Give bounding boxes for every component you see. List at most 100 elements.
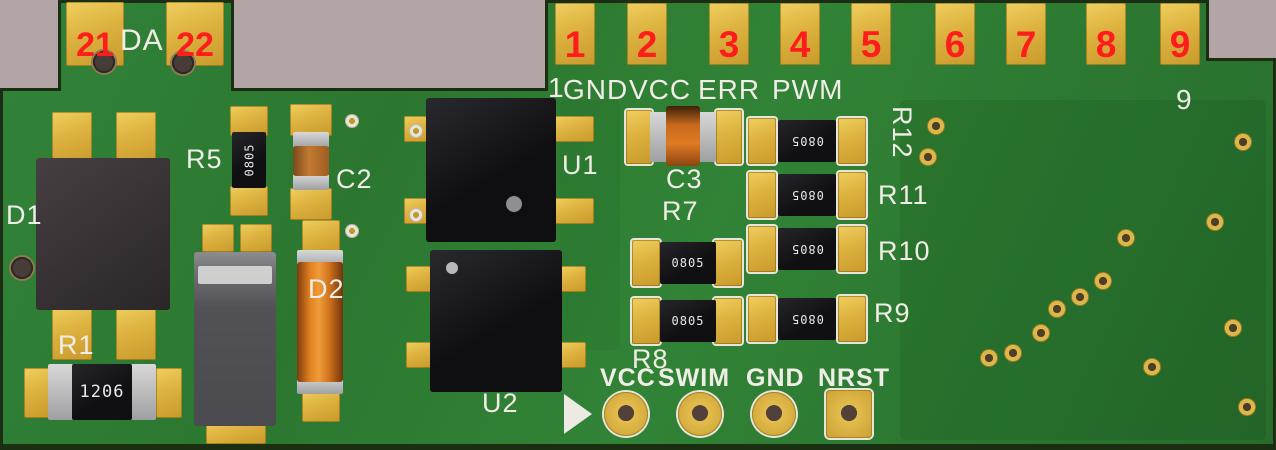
- r11-body: 0805: [778, 174, 836, 216]
- r8-pad: [632, 298, 660, 344]
- prog-label-swim: SWIM: [658, 364, 731, 392]
- d1-body: [36, 158, 170, 310]
- capacitor-polarity-stripe: [198, 266, 272, 284]
- refdes-r11: R11: [878, 180, 929, 210]
- silk-pin1: 1: [548, 72, 565, 103]
- refdes-u1: U1: [562, 150, 599, 180]
- c3-pad: [626, 110, 652, 164]
- refdes-d2: D2: [308, 274, 345, 304]
- drill-hole: [170, 50, 196, 76]
- via: [1032, 324, 1050, 342]
- c3-pad: [716, 110, 742, 164]
- r12-pad: [838, 118, 866, 164]
- pad-6-number: 6: [944, 24, 966, 65]
- pin1-arrow-icon: [564, 394, 592, 434]
- r1-terminal: [130, 364, 156, 420]
- prog-pad-gnd: [752, 392, 796, 436]
- d1-pad: [116, 112, 156, 164]
- r1-pad: [156, 368, 182, 418]
- prog-label-vcc: VCC: [600, 364, 656, 392]
- u1-pin-pad: [554, 116, 594, 142]
- refdes-r5: R5: [186, 144, 223, 174]
- pad-8-number: 8: [1095, 24, 1117, 65]
- c2-pad: [290, 188, 332, 220]
- copper-pour-region: [900, 100, 1266, 440]
- r11-pad: [748, 172, 776, 218]
- edge-pad-7: [1006, 3, 1046, 65]
- via: [919, 148, 937, 166]
- u1-pin1-dot: [506, 196, 522, 212]
- edge-pad-5: [851, 3, 891, 65]
- r11-pad: [838, 172, 866, 218]
- prog-pad-nrst: [826, 390, 872, 438]
- via: [927, 117, 945, 135]
- r7-marking: 0805: [671, 256, 705, 270]
- c2-body: [293, 146, 329, 176]
- r9-body: 0805: [778, 298, 836, 340]
- edge-pad-2: [627, 3, 667, 65]
- r9-pad: [748, 296, 776, 342]
- d1-pad: [116, 306, 156, 360]
- r5-pad: [230, 106, 268, 136]
- u2-pin-pad: [560, 266, 586, 292]
- prog-label-nrst: NRST: [818, 364, 891, 392]
- silk-gnd: GND: [563, 74, 629, 105]
- u2-pin-pad: [560, 342, 586, 368]
- refdes-d1: D1: [6, 200, 43, 230]
- via: [1117, 229, 1135, 247]
- c1-pad: [202, 224, 234, 252]
- drill-hole: [91, 49, 117, 75]
- d2-pad: [302, 390, 340, 422]
- pad-2-number: 2: [636, 24, 658, 65]
- via: [1048, 300, 1066, 318]
- refdes-c3: C3: [666, 164, 703, 194]
- r12-pad: [748, 118, 776, 164]
- via: [1143, 358, 1161, 376]
- d1-pad: [52, 306, 92, 360]
- via: [1094, 272, 1112, 290]
- pad-9-number: 9: [1169, 24, 1191, 65]
- edge-pad-6: [935, 3, 975, 65]
- r7-body: 0805: [660, 242, 716, 284]
- d2-body: [297, 262, 343, 382]
- via: [1238, 398, 1256, 416]
- r1-marking: 1206: [79, 382, 125, 402]
- pad-21-number: 21: [76, 26, 114, 64]
- u2-pin-pad: [406, 266, 432, 292]
- r10-pad: [748, 226, 776, 272]
- prog-pad-vcc: [604, 392, 648, 436]
- d1-pad: [52, 112, 92, 164]
- r1-pad: [24, 368, 50, 418]
- via: [1234, 133, 1252, 151]
- pad-1-number: 1: [564, 24, 586, 65]
- via: [345, 224, 359, 238]
- refdes-r1: R1: [58, 330, 95, 360]
- via: [409, 208, 423, 222]
- via: [980, 349, 998, 367]
- refdes-r8: R8: [632, 344, 669, 374]
- r7-pad: [632, 240, 660, 286]
- r8-pad: [714, 298, 742, 344]
- prog-label-gnd: GND: [746, 364, 805, 392]
- silk-pin9: 9: [1176, 84, 1193, 115]
- r7-pad: [714, 240, 742, 286]
- d2-pad: [302, 220, 340, 254]
- r8-marking: 0805: [671, 314, 705, 328]
- edge-pad-4: [780, 3, 820, 65]
- via: [1071, 288, 1089, 306]
- refdes-r10: R10: [878, 236, 931, 266]
- c2-terminal: [293, 174, 329, 190]
- u1-pin-pad: [554, 198, 594, 224]
- r9-pad: [838, 296, 866, 342]
- via: [345, 114, 359, 128]
- refdes-r12: R12: [887, 106, 917, 159]
- refdes-c2: C2: [336, 164, 373, 194]
- r5-pad: [230, 186, 268, 216]
- refdes-r9: R9: [874, 298, 911, 328]
- drill-hole: [9, 255, 35, 281]
- c3-terminal: [650, 112, 668, 162]
- edge-pad-3: [709, 3, 749, 65]
- via: [409, 124, 423, 138]
- edge-pad-1: [555, 3, 595, 65]
